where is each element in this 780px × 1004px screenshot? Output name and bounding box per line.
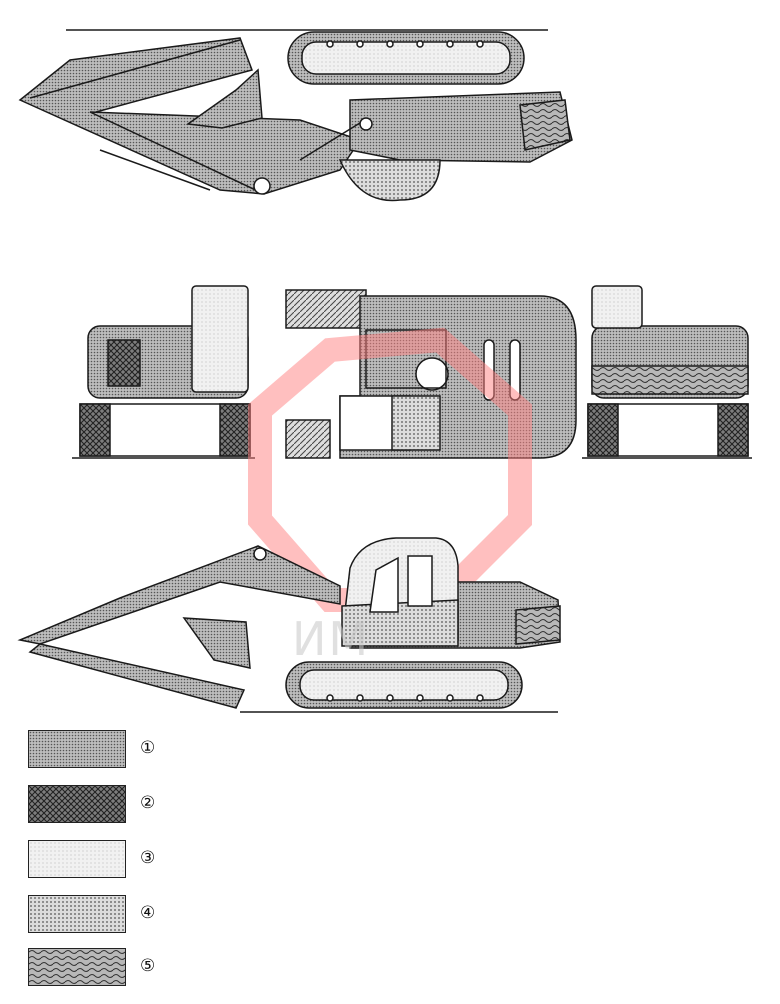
plan-swing-ring [415,357,449,391]
rear-view [582,285,752,459]
rear-cab [591,285,643,329]
side-arm [28,643,246,709]
legend-swatch-light-grain [28,840,126,878]
rear-track-right [717,403,749,457]
front-cab [191,285,249,393]
rear-track-left [587,403,619,457]
side-track-inner [299,669,509,701]
plan-track-top [285,289,367,329]
plan-view [285,289,577,459]
top-boom-pin [253,177,271,195]
side-counterweight [515,605,561,645]
side-bucket [182,617,251,669]
side-boom [17,545,341,645]
watermark-text: ИМ [292,612,371,666]
plan-step [391,395,441,451]
plan-track-bottom [285,419,331,459]
legend-swatch-wave [28,948,126,986]
front-track-left [79,403,111,457]
top-view [18,29,573,202]
top-counterweight [519,99,571,151]
legend-label: ① [140,738,156,758]
legend-label: ③ [140,848,156,868]
front-track-right [219,403,251,457]
legend-label: ④ [140,903,156,923]
legend-swatch-fine-dot [28,730,126,768]
top-upper-body [349,91,573,163]
rear-counterweight [591,365,749,395]
legend-label: ⑤ [140,956,156,976]
top-track-rollers [326,40,484,48]
legend-item-1: ① [28,730,328,770]
front-view [72,285,255,459]
legend-item-5: ⑤ [28,948,328,988]
top-cab-base [338,159,441,202]
legend-swatch-medium-dot [28,895,126,933]
top-arm [89,111,362,195]
legend-item-3: ③ [28,840,328,880]
top-track-inner [301,41,511,75]
legend-label: ② [140,793,156,813]
side-view [17,537,561,713]
legend-item-2: ② [28,785,328,825]
top-bucket [185,68,263,129]
front-grille [107,339,141,387]
legend-item-4: ④ [28,895,328,935]
legend-swatch-cross-hatch [28,785,126,823]
